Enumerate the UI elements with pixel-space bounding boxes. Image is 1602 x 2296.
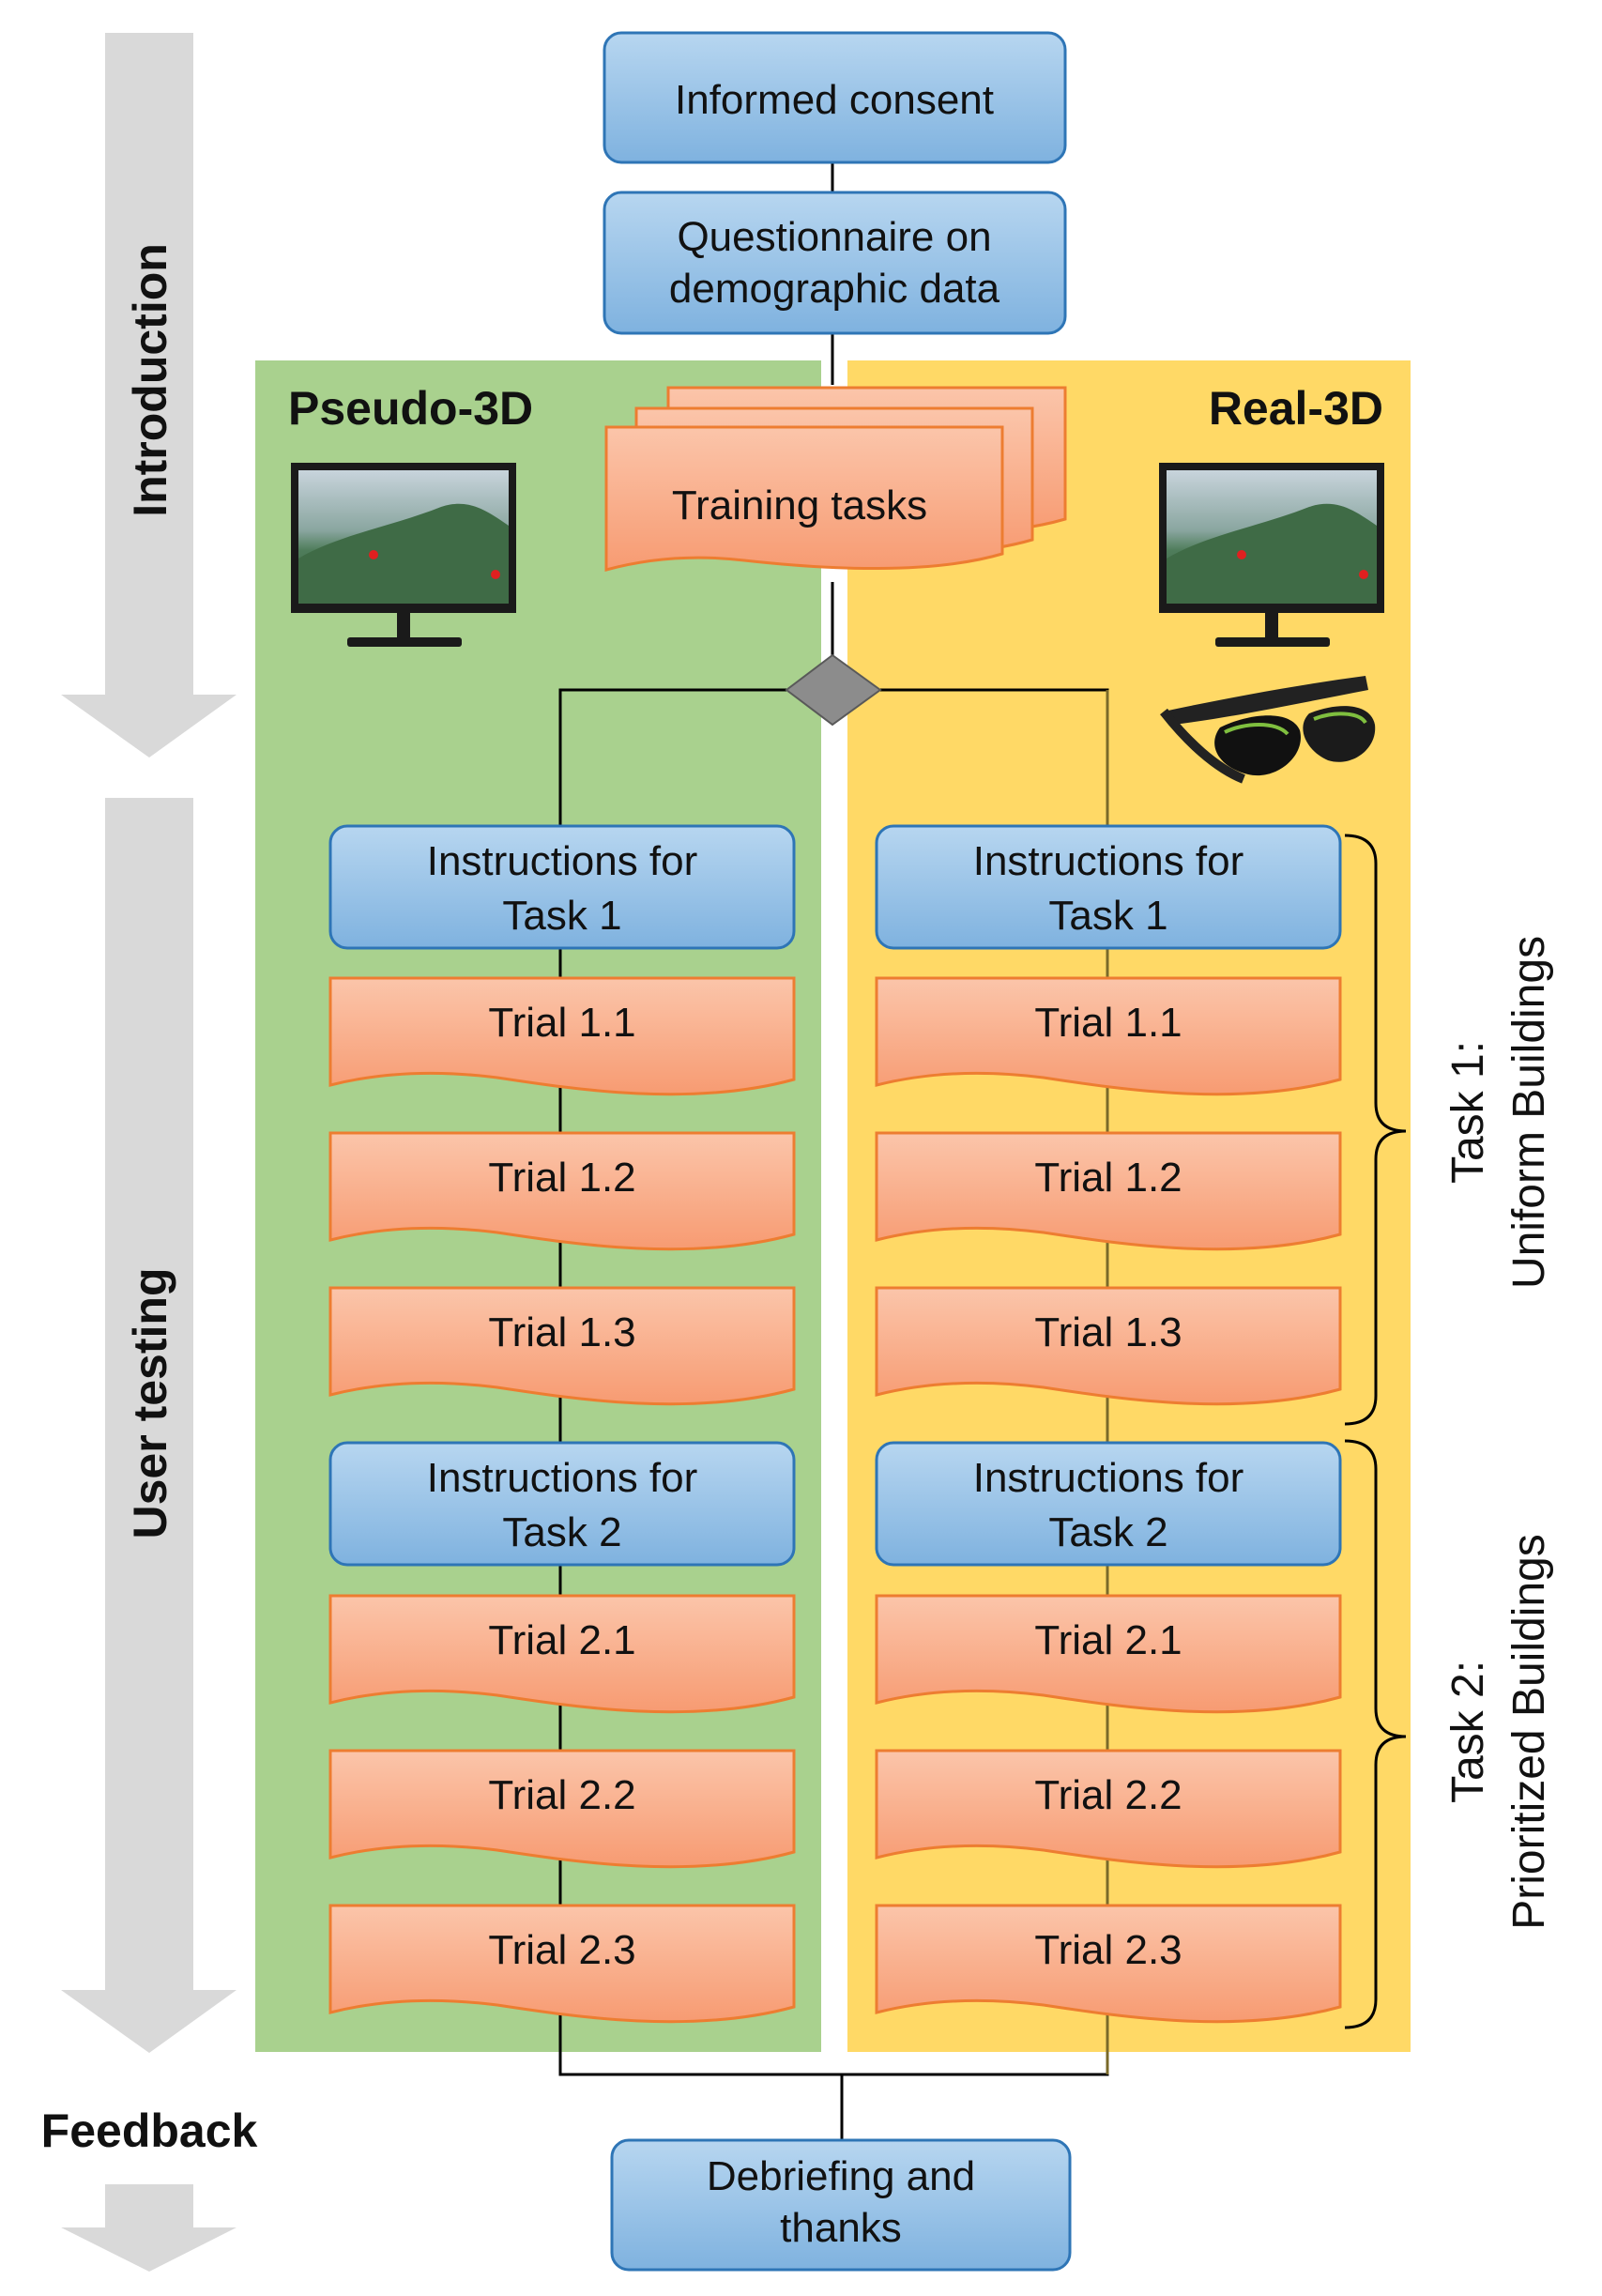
real-3d-heading: Real-3D — [1209, 382, 1383, 435]
training-tasks-label: Training tasks — [672, 482, 927, 528]
real-trial-2-1-label: Trial 2.1 — [1034, 1617, 1182, 1663]
pseudo-instructions-task2-label-line1: Instructions for — [427, 1455, 698, 1501]
pseudo-trial-1-3-label: Trial 1.3 — [488, 1309, 635, 1355]
training-tasks-stack — [604, 386, 1067, 572]
pseudo-branch-line — [558, 688, 1109, 2076]
questionnaire-box — [603, 191, 1067, 335]
real-instructions-task1-label-line1: Instructions for — [973, 838, 1244, 884]
pseudo-trial-2-2-label: Trial 2.2 — [488, 1772, 635, 1818]
real-trial-2-2-label: Trial 2.2 — [1034, 1772, 1182, 1818]
user-testing-phase-arrow — [61, 798, 236, 2053]
informed-consent-label: Informed consent — [675, 77, 994, 123]
real-instructions-task1-box — [875, 824, 1342, 950]
pseudo-trial-2-2-box — [328, 1749, 796, 1869]
questionnaire-label-line1: Questionnaire on — [677, 214, 991, 260]
real-trial-1-2-label: Trial 1.2 — [1034, 1155, 1182, 1201]
user-testing-phase-label: User testing — [124, 1268, 176, 1539]
pseudo-trial-1-1-label: Trial 1.1 — [488, 1000, 635, 1046]
real-3d-monitor-icon — [1159, 463, 1384, 647]
decision-diamond — [785, 653, 882, 727]
pseudo-instructions-task1-label-line2: Task 1 — [502, 893, 621, 939]
real-trial-1-2-box — [875, 1131, 1342, 1251]
task1-brace-label-line2: Uniform Buildings — [1504, 936, 1554, 1289]
real-trial-1-3-box — [875, 1286, 1342, 1406]
3d-glasses-icon — [1160, 676, 1376, 784]
debriefing-box — [610, 2138, 1072, 2272]
real-trial-2-3-label: Trial 2.3 — [1034, 1927, 1182, 1973]
task2-brace — [1344, 1439, 1407, 2029]
pseudo-instructions-task1-box — [328, 824, 796, 950]
questionnaire-label-line2: demographic data — [669, 266, 1000, 312]
real-trial-2-3-box — [875, 1904, 1342, 2024]
debriefing-label-line2: thanks — [780, 2205, 902, 2251]
pseudo-instructions-task2-box — [328, 1441, 796, 1567]
pseudo-3d-heading: Pseudo-3D — [288, 382, 533, 435]
real-trial-1-1-label: Trial 1.1 — [1034, 1000, 1182, 1046]
pseudo-trial-1-1-box — [328, 976, 796, 1096]
real-instructions-task2-label-line2: Task 2 — [1048, 1509, 1167, 1555]
introduction-phase-arrow — [61, 33, 236, 758]
task1-brace-label-line1: Task 1: — [1443, 1041, 1493, 1184]
feedback-phase-label: Feedback — [41, 2105, 258, 2157]
pseudo-3d-monitor-icon — [291, 463, 516, 647]
real-trial-1-1-box — [875, 976, 1342, 1096]
pseudo-trial-2-3-box — [328, 1904, 796, 2024]
task2-brace-label-line2: Prioritized Buildings — [1504, 1534, 1554, 1930]
pseudo-trial-1-2-box — [328, 1131, 796, 1251]
pseudo-trial-1-3-box — [328, 1286, 796, 1406]
real-trial-2-1-box — [875, 1594, 1342, 1714]
pseudo-trial-2-1-box — [328, 1594, 796, 1714]
real-instructions-task1-label-line2: Task 1 — [1048, 893, 1167, 939]
real-trial-1-3-label: Trial 1.3 — [1034, 1309, 1182, 1355]
real-instructions-task2-label-line1: Instructions for — [973, 1455, 1244, 1501]
informed-consent-box — [603, 31, 1067, 164]
pseudo-instructions-task1-label-line1: Instructions for — [427, 838, 698, 884]
real-trial-2-2-box — [875, 1749, 1342, 1869]
pseudo-trial-2-1-label: Trial 2.1 — [488, 1617, 635, 1663]
feedback-phase-arrow — [61, 2184, 236, 2272]
task1-brace — [1344, 834, 1407, 1426]
debriefing-label-line1: Debriefing and — [707, 2153, 975, 2199]
real-instructions-task2-box — [875, 1441, 1342, 1567]
task2-brace-label-line1: Task 2: — [1443, 1661, 1493, 1803]
introduction-phase-label: Introduction — [124, 243, 176, 517]
pseudo-trial-2-3-label: Trial 2.3 — [488, 1927, 635, 1973]
pseudo-instructions-task2-label-line2: Task 2 — [502, 1509, 621, 1555]
pseudo-trial-1-2-label: Trial 1.2 — [488, 1155, 635, 1201]
